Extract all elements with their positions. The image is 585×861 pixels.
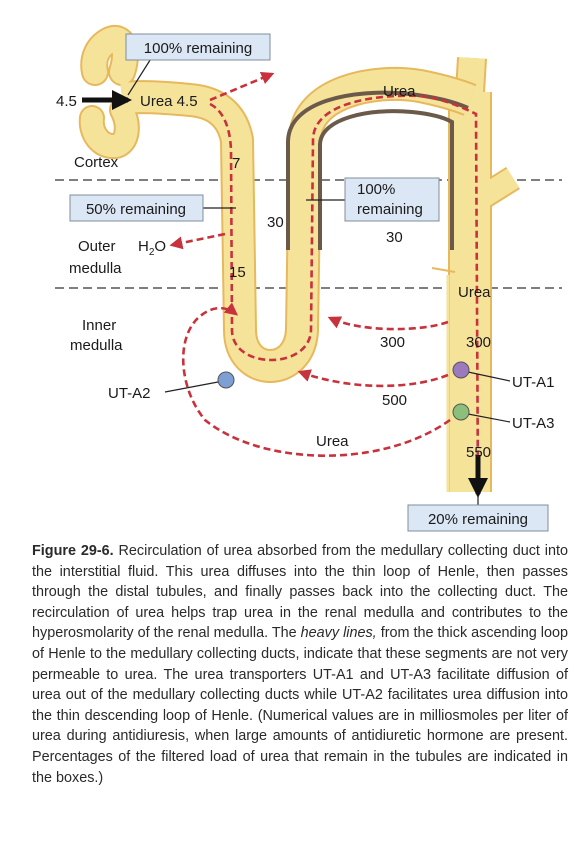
urea-entry-label: Urea 4.5 [140, 93, 198, 110]
distal-tubule-heavy-line [318, 109, 454, 250]
value-7: 7 [232, 155, 240, 172]
value-300-duct: 300 [466, 334, 491, 351]
cortex-label: Cortex [74, 154, 119, 171]
box-100-remaining-distal [344, 177, 440, 222]
value-30-interstitium: 30 [267, 214, 284, 231]
outer-medulla-label-1: Outer [78, 238, 116, 255]
value-500: 500 [382, 392, 407, 409]
box-100-remaining-distal-line2: remaining [357, 201, 423, 218]
ut-a3-transporter-icon [452, 403, 470, 421]
box-100-remaining-top-label: 100% remaining [144, 40, 252, 57]
urea-recirculation-diagram: 100% remaining 50% remaining 100% remain… [55, 25, 562, 532]
box-100-remaining-top [125, 33, 271, 61]
caption-text-1: Recirculation of urea absorbed from the … [32, 543, 568, 642]
water-label: H2O [138, 238, 166, 258]
box-50-remaining [69, 194, 204, 222]
ut-a3-label: UT-A3 [512, 415, 555, 432]
caption-text-2: from the thick ascending loop of Henle t… [32, 625, 568, 786]
urea-flow-paths [169, 72, 480, 493]
ut-a2-label: UT-A2 [108, 385, 151, 402]
urea-recirculation-label: Urea [316, 433, 349, 450]
figure-label: Figure 29-6. [32, 543, 114, 559]
ut-a1-transporter-icon [452, 361, 470, 379]
inner-medulla-label-1: Inner [82, 317, 116, 334]
filtered-urea-value: 4.5 [56, 93, 77, 110]
urea-top-label: Urea [383, 83, 416, 100]
value-15: 15 [229, 264, 246, 281]
box-100-remaining-distal-line1: 100% [357, 181, 395, 198]
inner-medulla-label-2: medulla [70, 337, 123, 354]
nephron-tubule [78, 25, 477, 383]
figure-caption: Figure 29-6. Recirculation of urea absor… [32, 541, 568, 788]
ut-a1-label: UT-A1 [512, 374, 555, 391]
box-20-remaining-label: 20% remaining [428, 511, 528, 528]
box-20-remaining [407, 504, 549, 532]
value-550: 550 [466, 444, 491, 461]
urea-collecting-duct-label: Urea [458, 284, 491, 301]
collecting-duct [431, 57, 520, 492]
value-300-interstitium: 300 [380, 334, 405, 351]
caption-heavy-lines: heavy lines, [300, 625, 377, 642]
value-30-distal: 30 [386, 229, 403, 246]
ut-a2-transporter-icon [217, 371, 235, 389]
outer-medulla-label-2: medulla [69, 260, 122, 277]
box-50-remaining-label: 50% remaining [86, 201, 186, 218]
